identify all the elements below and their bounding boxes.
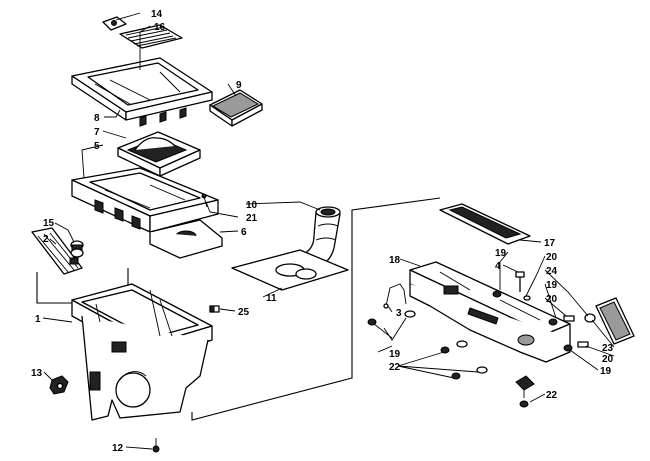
part-4-bolt bbox=[515, 271, 525, 292]
callout-19-c: 19 bbox=[389, 349, 401, 360]
callout-18: 18 bbox=[389, 255, 401, 266]
callout-10: 10 bbox=[246, 200, 258, 211]
part-15-grommet bbox=[70, 240, 84, 258]
part-5-tray bbox=[71, 167, 219, 233]
callout-9: 9 bbox=[236, 80, 242, 91]
callout-14: 14 bbox=[151, 9, 163, 20]
part-1-housing bbox=[71, 283, 213, 421]
callout-19-a: 19 bbox=[495, 248, 507, 259]
part-3-clip bbox=[383, 283, 407, 309]
part-12-drain bbox=[152, 438, 160, 453]
hardware-washers bbox=[367, 290, 596, 380]
part-9-filter bbox=[209, 89, 263, 127]
callout-20-a: 20 bbox=[546, 252, 558, 263]
callout-22-b: 22 bbox=[546, 390, 558, 401]
callout-5: 5 bbox=[94, 141, 100, 152]
callout-13: 13 bbox=[31, 368, 43, 379]
callout-22-a: 22 bbox=[389, 362, 401, 373]
callout-21: 21 bbox=[246, 213, 258, 224]
part-6-flange bbox=[149, 219, 223, 259]
bracket-line-left bbox=[36, 272, 72, 304]
callout-25: 25 bbox=[238, 307, 250, 318]
callout-12: 12 bbox=[112, 443, 124, 454]
callout-2: 2 bbox=[43, 234, 49, 245]
callout-17: 17 bbox=[544, 238, 556, 249]
part-16-grille bbox=[119, 24, 183, 49]
callout-24: 24 bbox=[546, 266, 558, 277]
assembly-link-frame bbox=[191, 197, 441, 421]
callout-19-b: 19 bbox=[546, 280, 558, 291]
callout-19-d: 19 bbox=[600, 366, 612, 377]
callout-20-b: 20 bbox=[546, 294, 558, 305]
part-13-clip bbox=[49, 375, 69, 395]
callout-23: 23 bbox=[602, 343, 614, 354]
part-18-duct bbox=[409, 261, 571, 363]
callout-1: 1 bbox=[35, 314, 41, 325]
part-23-end-filter bbox=[595, 297, 635, 345]
callout-11: 11 bbox=[266, 293, 277, 304]
part-17-top-seal bbox=[439, 203, 531, 245]
part-2-side-panel bbox=[31, 227, 83, 275]
part-8-lid bbox=[71, 57, 213, 127]
part-22-knob bbox=[515, 375, 535, 408]
callout-7: 7 bbox=[94, 127, 100, 138]
callout-3: 3 bbox=[396, 308, 402, 319]
part-25-bolt bbox=[209, 305, 220, 313]
leader-lines bbox=[42, 12, 615, 450]
callout-labels: 14 16 9 8 7 5 10 21 6 15 2 11 25 1 13 12… bbox=[31, 9, 614, 454]
callout-8: 8 bbox=[94, 113, 100, 124]
part-14-cap bbox=[102, 16, 127, 31]
callout-20-c: 20 bbox=[602, 354, 614, 365]
callout-6: 6 bbox=[241, 227, 247, 238]
callout-16: 16 bbox=[154, 22, 166, 33]
callout-15: 15 bbox=[43, 218, 55, 229]
part-11-gasket bbox=[231, 249, 349, 291]
callout-4: 4 bbox=[495, 261, 501, 272]
part-21-screw bbox=[201, 193, 208, 208]
